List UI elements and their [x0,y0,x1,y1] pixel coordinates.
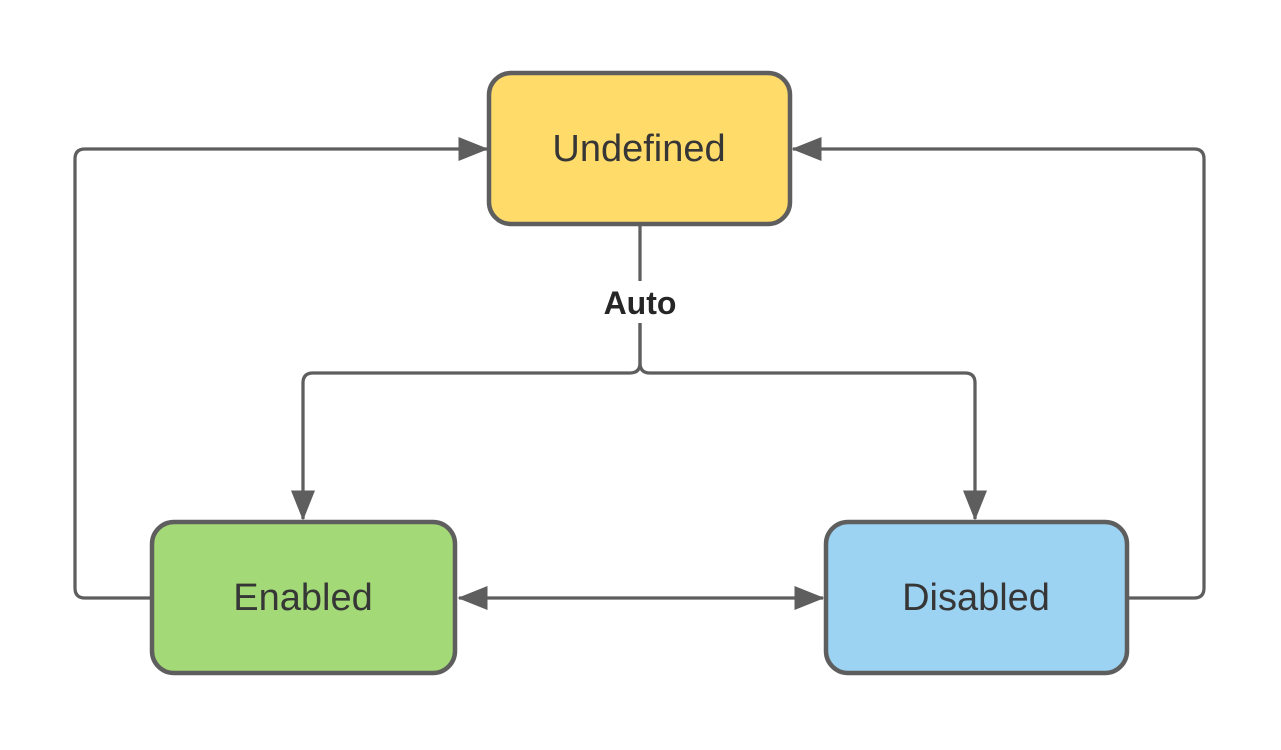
edge-label-auto: Auto [604,285,677,321]
edge-undefined-to-disabled [638,323,987,521]
edge-enabled-to-undefined [73,137,489,600]
state-enabled-box [149,519,458,676]
state-disabled-node: Disabled [823,519,1130,676]
state-undefined-box [486,70,793,227]
state-disabled-label: Disabled [902,577,1050,619]
edge-disabled-to-undefined [791,137,1206,600]
state-enabled-node: Enabled [149,519,458,676]
edge-undefined-to-enabled [291,323,642,521]
state-undefined-label: Undefined [552,128,725,170]
state-enabled-label: Enabled [233,577,372,619]
state-disabled-box [823,519,1130,676]
state-undefined-node: Undefined [486,70,793,227]
